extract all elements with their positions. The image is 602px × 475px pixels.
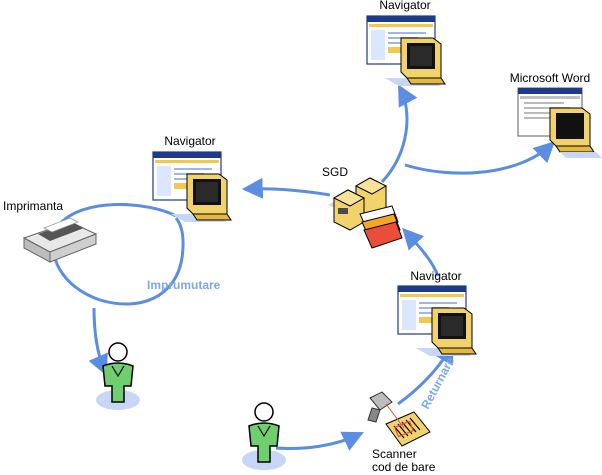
arrow-navigator-right-to-sgd <box>402 227 440 277</box>
arrow-to-person-left <box>88 307 108 376</box>
word-computer-icon <box>517 87 602 158</box>
imprumutare-label: Imprumutare <box>147 278 221 292</box>
microsoft-word-label: Microsoft Word <box>510 71 590 85</box>
sgd-server-icon <box>328 177 403 249</box>
navigator-right-label: Navigator <box>410 269 461 283</box>
navigator-left-label: Navigator <box>164 134 215 148</box>
arrow-person-to-scanner <box>275 431 364 451</box>
person-right-icon <box>241 402 287 471</box>
arrow-sgd-to-navigator-top <box>380 84 418 184</box>
printer-icon <box>22 217 98 263</box>
sgd-label: SGD <box>322 165 348 179</box>
imprimanta-label: Imprimanta <box>3 199 63 213</box>
barcode-scanner-icon <box>367 391 431 447</box>
navigator-top-label: Navigator <box>379 0 430 12</box>
navigator-top-computer-icon <box>366 15 446 87</box>
scanner-label-line2: cod de bare <box>372 460 436 474</box>
arrow-sgd-to-word <box>404 141 556 175</box>
loop-imprumutare <box>51 203 185 306</box>
flow-lines <box>51 84 556 451</box>
scanner-label-line1: Scanner <box>372 447 417 461</box>
arrow-sgd-to-navigator-left <box>241 177 331 199</box>
navigator-right-computer-icon <box>397 285 477 357</box>
person-left-icon <box>95 342 141 411</box>
